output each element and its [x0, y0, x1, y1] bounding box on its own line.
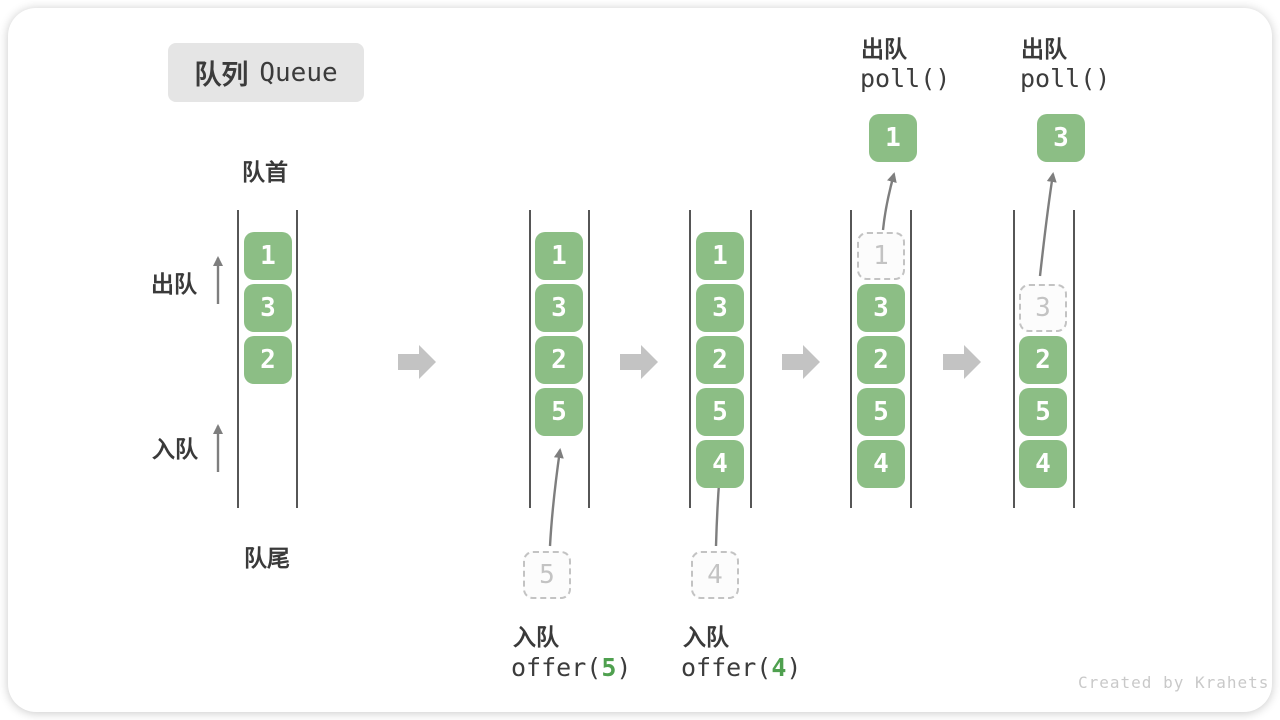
queue-item-box: 1 [244, 232, 292, 280]
queue-item-box: 1 [696, 232, 744, 280]
removed-item-ghost-box: 3 [1019, 284, 1067, 332]
dequeue-op-code: poll() [860, 64, 951, 93]
title-box: 队列 Queue [168, 43, 364, 102]
queue-item-box: 5 [535, 388, 583, 436]
enqueue-op-label: 入队 [683, 624, 729, 650]
queue-item-box: 4 [857, 440, 905, 488]
queue-item-box: 2 [535, 336, 583, 384]
queue-front-label: 队首 [242, 159, 288, 185]
queue-wall-line [1073, 210, 1075, 508]
removed-item-ghost-box: 1 [857, 232, 905, 280]
title-en: Queue [259, 57, 338, 88]
queue-item-box: 3 [857, 284, 905, 332]
dequeue-motion-arrow-icon [1038, 172, 1057, 277]
enqueue-motion-arrow-icon [548, 448, 564, 547]
queue-item-box: 2 [857, 336, 905, 384]
enqueue-op-code: offer(4) [681, 653, 801, 682]
queue-item-box: 5 [696, 388, 744, 436]
dequeue-op-label: 出队 [1021, 36, 1067, 62]
queue-wall-line [850, 210, 852, 508]
enqueue-side-label: 入队 [152, 436, 198, 462]
queue-item-box: 3 [535, 284, 583, 332]
queue-item-box: 4 [1019, 440, 1067, 488]
op-fn: offer( [511, 653, 602, 682]
op-arg: 4 [771, 653, 787, 682]
popped-item-box: 3 [1037, 114, 1085, 162]
title-zh: 队列 [194, 60, 249, 90]
op-close: ) [786, 653, 802, 682]
popped-item-box: 1 [869, 114, 917, 162]
op-close: ) [616, 653, 632, 682]
queue-wall-line [1013, 210, 1015, 508]
queue-item-box: 2 [696, 336, 744, 384]
dequeue-op-code: poll() [1020, 64, 1111, 93]
enqueue-op-code: offer(5) [511, 653, 631, 682]
op-arg: 5 [601, 653, 617, 682]
state-transition-arrow-icon [398, 345, 436, 379]
dequeue-motion-arrow-icon [881, 172, 897, 231]
queue-item-box: 2 [244, 336, 292, 384]
queue-wall-line [689, 210, 691, 508]
queue-wall-line [588, 210, 590, 508]
queue-item-box: 2 [1019, 336, 1067, 384]
queue-item-box: 3 [244, 284, 292, 332]
state-transition-arrow-icon [943, 345, 981, 379]
queue-wall-line [750, 210, 752, 508]
queue-item-box: 3 [696, 284, 744, 332]
queue-item-box: 4 [696, 440, 744, 488]
dequeue-side-label: 出队 [151, 271, 197, 297]
state-transition-arrow-icon [782, 345, 820, 379]
queue-rear-label: 队尾 [244, 545, 290, 571]
dequeue-op-label: 出队 [861, 36, 907, 62]
enqueue-op-label: 入队 [513, 624, 559, 650]
queue-wall-line [237, 210, 239, 508]
watermark-credit: Created by Krahets [1078, 673, 1270, 692]
queue-wall-line [296, 210, 298, 508]
incoming-item-box: 5 [523, 551, 571, 599]
op-fn: offer( [681, 653, 772, 682]
queue-wall-line [529, 210, 531, 508]
queue-item-box: 1 [535, 232, 583, 280]
queue-item-box: 5 [1019, 388, 1067, 436]
queue-wall-line [910, 210, 912, 508]
queue-item-box: 5 [857, 388, 905, 436]
state-transition-arrow-icon [620, 345, 658, 379]
incoming-item-box: 4 [691, 551, 739, 599]
